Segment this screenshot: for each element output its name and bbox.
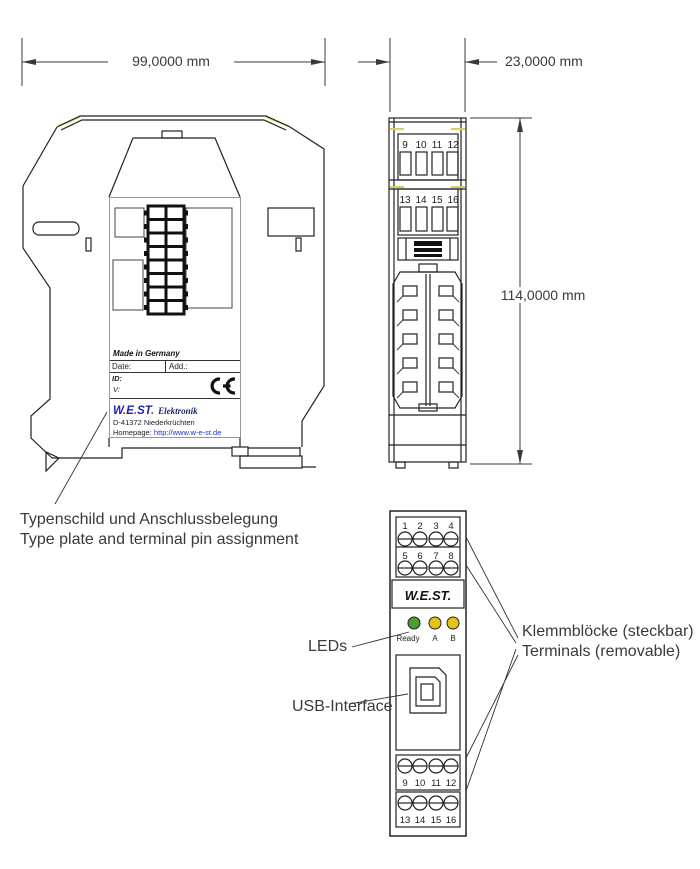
front-terminal-7: 7 <box>433 551 438 562</box>
front-terminal-5: 5 <box>402 551 407 562</box>
front-terminals-bottom: 9 10 11 12 13 14 15 16 <box>395 754 461 828</box>
module-front-view: 1 2 3 4 5 6 7 8 W.E.ST. Ready <box>389 510 467 837</box>
side-terminal-16: 16 <box>447 195 459 206</box>
module-side-elevation <box>22 115 325 473</box>
side-terminal-10: 10 <box>415 140 427 151</box>
side-latch <box>397 237 459 261</box>
west-logo: W.E.ST.Elektronik <box>113 405 198 417</box>
annotation-leds: LEDs <box>308 638 348 655</box>
type-plate: Made in Germany Date: Add.: ID: V: W.E.S… <box>109 197 241 438</box>
annotation-type-plate-en: Type plate and terminal pin assignment <box>20 531 299 548</box>
led-a-label: A <box>432 634 438 643</box>
side-vent-section <box>392 263 463 412</box>
front-terminal-13: 13 <box>400 815 411 826</box>
led-ready <box>407 616 421 630</box>
add-label: Add.: <box>169 362 188 371</box>
front-terminal-3: 3 <box>433 521 438 532</box>
dimension-114mm <box>470 117 532 465</box>
side-terminal-block-top: 9 10 11 12 <box>397 133 459 181</box>
leader-lines <box>54 411 519 792</box>
dimension-width-right: 23,0000 mm <box>502 53 586 69</box>
usb-connector <box>395 654 461 751</box>
dimension-23mm <box>358 38 497 112</box>
led-ready-label: Ready <box>396 634 419 643</box>
front-brand-box: W.E.ST. <box>391 579 465 609</box>
homepage-label: Homepage: <box>113 428 152 437</box>
plate-id-row: ID: V: <box>110 373 240 399</box>
front-terminal-8: 8 <box>448 551 453 562</box>
front-terminal-4: 4 <box>448 521 453 532</box>
brand-suffix: Elektronik <box>158 406 198 416</box>
ce-mark-icon <box>210 377 236 395</box>
front-terminal-2: 2 <box>417 521 422 532</box>
front-terminal-15: 15 <box>431 815 442 826</box>
front-terminal-11: 11 <box>431 778 441 789</box>
plate-date-row: Date: Add.: <box>110 360 240 373</box>
connector-nubs <box>144 210 188 310</box>
annotation-terminals-en: Terminals (removable) <box>522 643 681 660</box>
annotation-terminals: Klemmblöcke (steckbar) Terminals (remova… <box>522 622 694 662</box>
annotation-type-plate: Typenschild und Anschlussbelegung Type p… <box>20 510 298 550</box>
led-b <box>446 616 460 630</box>
version-label: V: <box>113 385 120 394</box>
id-label: ID: <box>112 374 122 383</box>
front-terminal-6: 6 <box>417 551 422 562</box>
side-terminal-13: 13 <box>399 195 411 206</box>
side-terminal-11: 11 <box>432 140 443 151</box>
front-terminal-16: 16 <box>446 815 457 826</box>
side-terminal-12: 12 <box>447 140 459 151</box>
homepage-url: http://www.w-e-st.de <box>153 428 222 437</box>
led-a <box>428 616 442 630</box>
dimension-width-left: 99,0000 mm <box>108 53 234 69</box>
module-side-view: 9 10 11 12 13 14 15 16 <box>388 117 467 469</box>
annotation-type-plate-de: Typenschild und Anschlussbelegung <box>20 511 278 528</box>
front-terminal-9: 9 <box>402 778 407 789</box>
annotation-usb: USB-Interface <box>292 698 393 715</box>
pin-assignment-graphic <box>112 204 233 316</box>
side-terminal-9: 9 <box>402 140 408 151</box>
made-in-germany: Made in Germany <box>113 349 180 358</box>
front-brand-logo: W.E.ST. <box>405 588 451 603</box>
front-terminal-1: 1 <box>402 521 407 532</box>
homepage-line: Homepage: http://www.w-e-st.de <box>113 428 221 437</box>
front-terminal-12: 12 <box>446 778 457 789</box>
front-leds: Ready A B <box>396 616 460 643</box>
side-terminal-14: 14 <box>415 195 427 206</box>
front-terminals-top: 1 2 3 4 5 6 7 8 <box>395 516 461 578</box>
led-b-label: B <box>450 634 455 643</box>
company-address: D-41372 Niederkrüchten <box>113 418 195 427</box>
annotation-terminals-de: Klemmblöcke (steckbar) <box>522 623 694 640</box>
side-terminal-15: 15 <box>431 195 443 206</box>
front-terminal-14: 14 <box>415 815 426 826</box>
front-terminal-10: 10 <box>415 778 426 789</box>
dimension-height-right: 114,0000 mm <box>484 287 602 303</box>
side-terminal-block-bottom: 13 14 15 16 <box>397 188 459 236</box>
date-label: Date: <box>110 361 166 372</box>
